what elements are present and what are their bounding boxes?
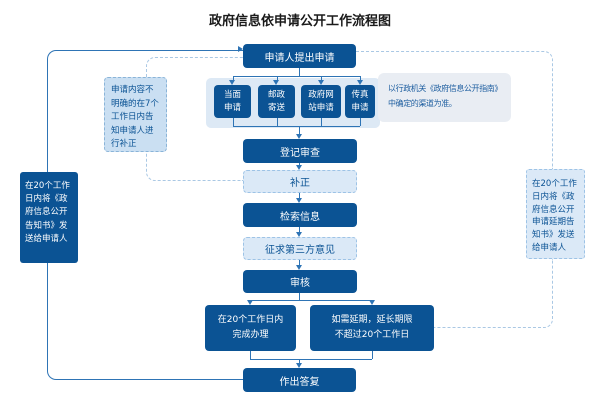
connector-reply-loop-upper <box>47 50 243 172</box>
arrow-method3-icon <box>317 80 324 85</box>
connector-register-correction <box>299 163 300 165</box>
connector-outcomes-join <box>250 359 372 360</box>
flow-node-register: 登记审查 <box>243 139 357 163</box>
method3-line1: 政府网 <box>308 89 334 100</box>
flow-node-extension: 如需延期，延长期限 不超过20个工作日 <box>310 305 434 351</box>
send-extension-notice-text: 在20个工作日内将《政府信息公开申请延期告知书》发送给申请人 <box>532 179 577 253</box>
complete-line1: 在20个工作日内 <box>217 315 284 326</box>
connector-method3-down <box>321 118 322 126</box>
review-label: 审核 <box>290 278 310 289</box>
connector-correction-retrieve <box>299 193 300 198</box>
thirdparty-label: 征求第三方意见 <box>265 245 335 256</box>
correction-callout: 申请内容不明确的在7个工作日内告知申请人进行补正 <box>104 77 167 152</box>
reply-label: 作出答复 <box>279 376 320 388</box>
method4-line2: 申请 <box>351 102 369 113</box>
connector-reply-feed <box>299 359 300 363</box>
method2-line1: 邮政 <box>267 89 285 100</box>
arrow-method1-icon <box>229 80 235 85</box>
send-notice-note: 在20个工作日内将《政府信息公开告知书》发送给申请人 <box>20 172 78 263</box>
method2-line2: 寄送 <box>267 102 285 113</box>
connector-retrieve-thirdparty <box>299 227 300 232</box>
connector-dashed-extension-upper <box>356 51 553 169</box>
connector-method4-down <box>360 118 361 126</box>
arrow-method2-icon <box>273 80 279 85</box>
channel-info-line1: 以行政机关《政府信息公开指南》 <box>388 84 502 93</box>
arrow-reply-icon <box>296 363 302 368</box>
arrow-complete-icon <box>246 300 253 305</box>
connector-reply-loop-lower <box>47 263 243 380</box>
flow-node-method-website: 政府网 站申请 <box>301 85 341 118</box>
connector-method1-stub <box>232 76 234 81</box>
page-title: 政府信息依申请公开工作流程图 <box>208 14 391 29</box>
flow-node-correction: 补正 <box>243 170 357 193</box>
arrow-into-apply-icon <box>238 46 243 52</box>
extension-line1: 如需延期，延长期限 <box>331 315 413 326</box>
flow-node-apply: 申请人提出申请 <box>243 44 356 68</box>
send-extension-notice-note: 在20个工作日内将《政府信息公开申请延期告知书》发送给申请人 <box>526 169 585 259</box>
arrow-register-icon <box>296 134 302 139</box>
connector-dashed-extension-lower <box>434 259 553 328</box>
flow-node-apply-label: 申请人提出申请 <box>264 52 335 64</box>
flow-node-complete: 在20个工作日内 完成办理 <box>205 305 296 351</box>
connector-split-spread <box>250 300 372 301</box>
flow-node-review: 审核 <box>243 270 357 293</box>
arrow-method4-icon <box>356 80 363 85</box>
connector-method3-stub <box>321 76 322 81</box>
register-label: 登记审查 <box>280 147 320 159</box>
flow-node-method-mail: 邮政 寄送 <box>258 85 295 118</box>
arrow-review-icon <box>296 265 302 270</box>
flow-node-retrieve: 检索信息 <box>243 203 357 227</box>
method3-line2: 站申请 <box>308 102 334 113</box>
channel-info-line2: 中确定的渠道为准。 <box>388 99 457 109</box>
complete-line2: 完成办理 <box>232 330 269 340</box>
flow-node-method-fax: 传真 申请 <box>345 85 375 118</box>
connector-method4-stub <box>360 76 361 81</box>
method1-line1: 当面 <box>223 89 241 100</box>
connector-extension-down <box>372 351 373 359</box>
connector-method2-down <box>276 118 278 126</box>
arrow-thirdparty-icon <box>296 232 302 237</box>
connector-methods-join <box>232 126 360 127</box>
correction-label: 补正 <box>290 178 310 189</box>
connector-methods-spread <box>232 76 360 77</box>
connector-method1-down <box>232 118 234 126</box>
flow-node-thirdparty: 征求第三方意见 <box>243 237 357 260</box>
flow-node-reply: 作出答复 <box>243 368 356 392</box>
arrow-correction-icon <box>296 165 302 170</box>
extension-line2: 不超过20个工作日 <box>334 330 410 340</box>
connector-review-split <box>299 293 300 300</box>
arrow-retrieve-icon <box>296 198 302 203</box>
method1-line2: 申请 <box>223 102 241 113</box>
method4-line1: 传真 <box>351 89 369 100</box>
connector-complete-down <box>250 351 251 359</box>
send-notice-text: 在20个工作日内将《政府信息公开告知书》发送给申请人 <box>25 181 70 244</box>
connector-register-feed <box>299 126 300 134</box>
channel-info-note: 以行政机关《政府信息公开指南》 中确定的渠道为准。 <box>378 73 511 122</box>
connector-method2-stub <box>276 76 278 81</box>
arrow-extension-icon <box>368 300 375 305</box>
correction-callout-text: 申请内容不明确的在7个工作日内告知申请人进行补正 <box>111 85 159 150</box>
flow-node-method-inperson: 当面 申请 <box>214 85 251 118</box>
connector-apply-stub <box>299 68 300 76</box>
connector-thirdparty-review <box>299 260 300 265</box>
retrieve-label: 检索信息 <box>280 211 320 223</box>
